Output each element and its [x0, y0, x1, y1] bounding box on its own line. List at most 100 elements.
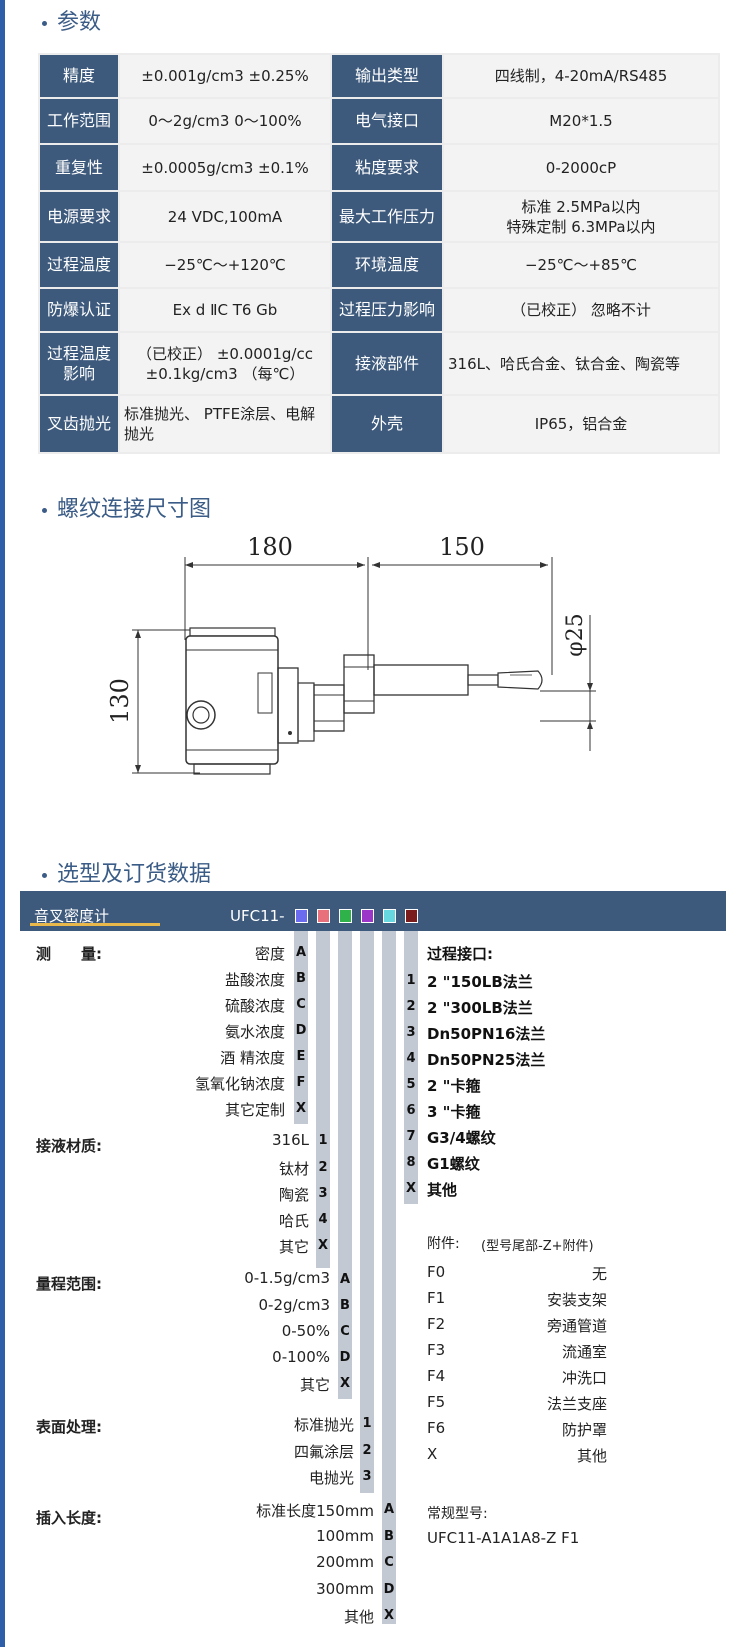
- option-code: 3: [362, 1469, 372, 1484]
- option-code: B: [296, 971, 306, 986]
- option-code: X: [295, 1101, 307, 1116]
- accessory-text: 冲洗口: [561, 1369, 607, 1387]
- code-column-connection: [404, 931, 418, 1204]
- option-label: 0-50%: [281, 1322, 330, 1340]
- option-label: 四氟涂层: [293, 1443, 354, 1461]
- option-code: 1: [406, 973, 416, 988]
- option-label: 2 "300LB法兰: [427, 999, 533, 1017]
- option-label: 密度: [254, 945, 285, 963]
- option-code: C: [296, 997, 306, 1012]
- accessory-code: X: [427, 1445, 438, 1463]
- code-column-insertion: [382, 931, 396, 1624]
- option-label: G3/4螺纹: [427, 1129, 496, 1147]
- option-code: 4: [318, 1212, 328, 1227]
- param-label: 输出类型: [330, 53, 444, 99]
- accessory-code: F1: [427, 1289, 446, 1307]
- accessory-code: F3: [427, 1341, 446, 1359]
- option-code: X: [405, 1181, 417, 1196]
- code-column-surface: [360, 931, 374, 1493]
- group-label-insertion: 插入长度:: [36, 1509, 102, 1527]
- param-value: （已校正） 忽略不计: [442, 287, 720, 333]
- dimensions-title-text: 螺纹连接尺寸图: [57, 497, 212, 522]
- accessories-note: (型号尾部-Z+附件): [481, 1239, 594, 1254]
- param-value-line: 标准 2.5MPa以内: [521, 197, 641, 216]
- dimension-height: 130: [106, 678, 134, 724]
- param-label: 工作范围: [38, 97, 120, 145]
- param-label: 环境温度: [330, 241, 444, 289]
- code-column-measure: [294, 931, 308, 1124]
- option-label: 标准长度150mm: [256, 1502, 374, 1520]
- option-label: 其它: [299, 1376, 330, 1394]
- param-value: 标准 2.5MPa以内特殊定制 6.3MPa以内: [442, 190, 720, 243]
- option-label: 酒 精浓度: [220, 1049, 285, 1067]
- option-label: 标准抛光: [293, 1416, 354, 1434]
- param-label: 叉齿抛光: [38, 394, 120, 454]
- param-value: ±0.0005g/cm3 ±0.1%: [118, 143, 332, 192]
- option-code: C: [384, 1555, 394, 1570]
- left-accent-bar: [0, 0, 5, 1647]
- ordering-section-title: 选型及订货数据: [42, 856, 211, 888]
- option-label: 2 "150LB法兰: [427, 973, 533, 991]
- option-label: 0-1.5g/cm3: [244, 1269, 330, 1287]
- swatch-surface: [361, 909, 374, 923]
- option-code: 4: [406, 1051, 416, 1066]
- code-column-range: [338, 931, 352, 1399]
- param-value-line: （已校正） ±0.0001g/cc: [137, 344, 313, 363]
- option-label: 0-100%: [272, 1348, 330, 1366]
- option-code: C: [340, 1324, 350, 1339]
- option-code: 2: [318, 1160, 328, 1175]
- param-label: 防爆认证: [38, 287, 120, 333]
- param-label: 过程压力影响: [330, 287, 444, 333]
- param-label: 电源要求: [38, 190, 120, 243]
- option-code: 2: [362, 1443, 372, 1458]
- code-column-wetted: [316, 931, 330, 1268]
- option-code: 5: [406, 1077, 416, 1092]
- swatch-insertion: [383, 909, 396, 923]
- params-table: 精度 ±0.001g/cm3 ±0.25% 输出类型 四线制，4-20mA/RS…: [38, 53, 720, 454]
- option-label: 氢氧化钠浓度: [194, 1075, 285, 1093]
- bullet-icon: [42, 872, 47, 878]
- option-code: A: [339, 1272, 351, 1287]
- option-label: 其它: [278, 1238, 309, 1256]
- accessory-text: 安装支架: [546, 1291, 607, 1309]
- option-label: 300mm: [316, 1580, 374, 1598]
- dimension-drawing: 180 150 130 φ25: [106, 535, 596, 775]
- accessory-code: F6: [427, 1419, 446, 1437]
- ordering-title-text: 选型及订货数据: [57, 862, 212, 887]
- option-code: B: [384, 1529, 394, 1544]
- option-label: Dn50PN25法兰: [427, 1051, 546, 1069]
- accessory-code: F5: [427, 1393, 446, 1411]
- option-label: 3 "卡箍: [427, 1103, 481, 1121]
- typical-model-value: UFC11-A1A1A8-Z F1: [427, 1529, 580, 1547]
- table-row: 电源要求 24 VDC,100mA 最大工作压力 标准 2.5MPa以内特殊定制…: [38, 190, 720, 243]
- swatch-range: [339, 909, 352, 923]
- product-name: 音叉密度计: [34, 907, 110, 925]
- accessory-code: F0: [427, 1263, 446, 1281]
- option-code: 2: [406, 999, 416, 1014]
- option-code: 7: [406, 1129, 416, 1144]
- accessory-text: 其他: [576, 1447, 607, 1465]
- typical-model-label: 常规型号:: [427, 1506, 488, 1522]
- option-code: 8: [406, 1155, 416, 1170]
- option-code: 1: [318, 1133, 328, 1148]
- option-code: D: [339, 1350, 351, 1365]
- param-value: 24 VDC,100mA: [118, 190, 332, 243]
- param-value: 0-2000cP: [442, 143, 720, 192]
- option-label: 硫酸浓度: [224, 997, 285, 1015]
- param-value: −25℃～+85℃: [442, 241, 720, 289]
- group-label-wetted: 接液材质:: [36, 1137, 102, 1155]
- param-label: 重复性: [38, 143, 120, 192]
- option-code: D: [295, 1023, 307, 1038]
- option-label: 316L: [272, 1131, 309, 1149]
- model-prefix: UFC11-: [230, 907, 285, 925]
- param-label: 过程温度: [38, 241, 120, 289]
- dimension-width-1: 180: [247, 535, 293, 561]
- option-code: B: [340, 1298, 350, 1313]
- accessories-label: 附件:: [427, 1236, 460, 1252]
- table-row: 重复性 ±0.0005g/cm3 ±0.1% 粘度要求 0-2000cP: [38, 143, 720, 192]
- param-value-line: ±0.1kg/cm3 （每℃）: [145, 364, 305, 383]
- table-row: 过程温度 −25℃～+120℃ 环境温度 −25℃～+85℃: [38, 241, 720, 289]
- param-value-line: 特殊定制 6.3MPa以内: [506, 217, 656, 236]
- param-label: 过程温度影响: [38, 331, 120, 396]
- option-code: E: [296, 1049, 306, 1064]
